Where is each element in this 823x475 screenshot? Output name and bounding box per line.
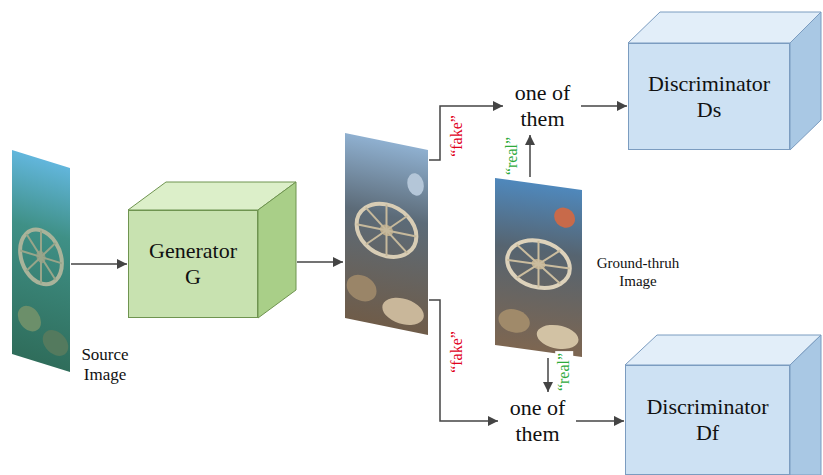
fake-tag: “fake” [448,113,466,159]
node-text: one of them [500,395,575,447]
discriminator-box: Discriminator Ds [628,43,790,150]
image-caption: Source Image [74,345,136,385]
choice-text: one of them [505,80,580,132]
real-tag: “real” [555,351,573,393]
box-side-face [258,182,296,318]
connector-arrow [71,263,127,265]
choice-text: one of them [500,395,575,447]
source-image: Source Image [12,150,70,372]
fake-arrow [429,300,498,421]
source-picture [12,150,70,372]
box-side-face [790,12,821,150]
node-text: one of them [505,80,580,132]
node-text: Discriminator Ds [642,71,777,123]
ground-truth-image: Ground-thruh Image [495,178,582,357]
box-top-face [628,12,821,43]
node-text: Discriminator Df [640,394,775,446]
fake-arrow [429,106,503,160]
box-side-face [790,335,821,475]
node-text: Generator G [143,238,243,290]
connector-arrow [547,358,549,392]
fake-tag: “fake” [448,329,466,375]
generator-box: Generator G [128,210,258,318]
box-top-face [625,335,821,365]
generated-picture [345,133,428,335]
flow-arrow [297,261,343,263]
connector-arrow [576,420,624,422]
ground-truth-picture [495,178,582,357]
connector-arrow [581,105,627,107]
real-tag: “real” [503,135,521,177]
connector-arrow [529,135,531,177]
image-caption: Ground-thruh Image [588,255,688,290]
discriminator-box: Discriminator Df [625,365,790,475]
